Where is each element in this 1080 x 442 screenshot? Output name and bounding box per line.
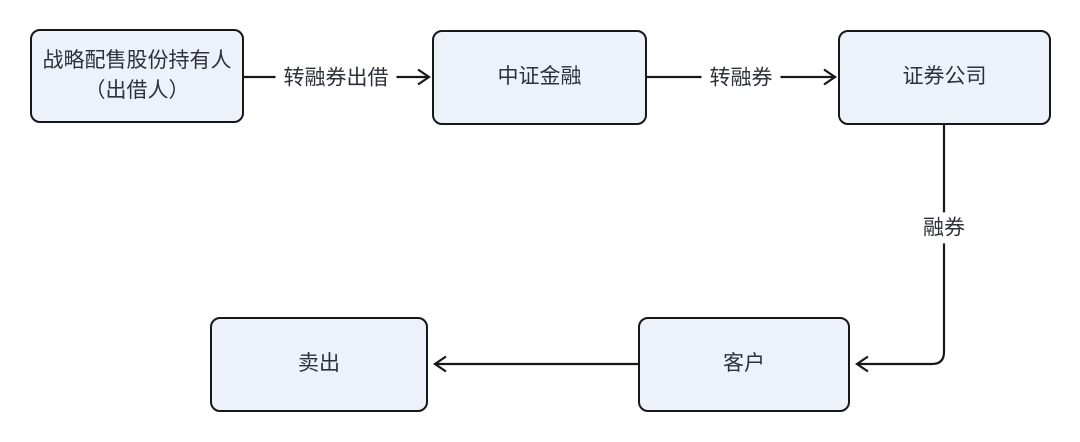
node-strategic-placement-holders: 战略配售股份持有人 （出借人） [30,29,244,123]
node-sell: 卖出 [210,317,428,412]
edge-label-securities-lending: 融券 [915,212,973,244]
node-client: 客户 [638,317,850,412]
edge-label-relending-lendout: 转融券出借 [275,62,397,94]
connector-broker-to-client [855,123,946,373]
edge-label-relending: 转融券 [701,62,781,94]
node-china-securities-finance: 中证金融 [432,30,647,125]
node-securities-company: 证券公司 [838,30,1051,125]
